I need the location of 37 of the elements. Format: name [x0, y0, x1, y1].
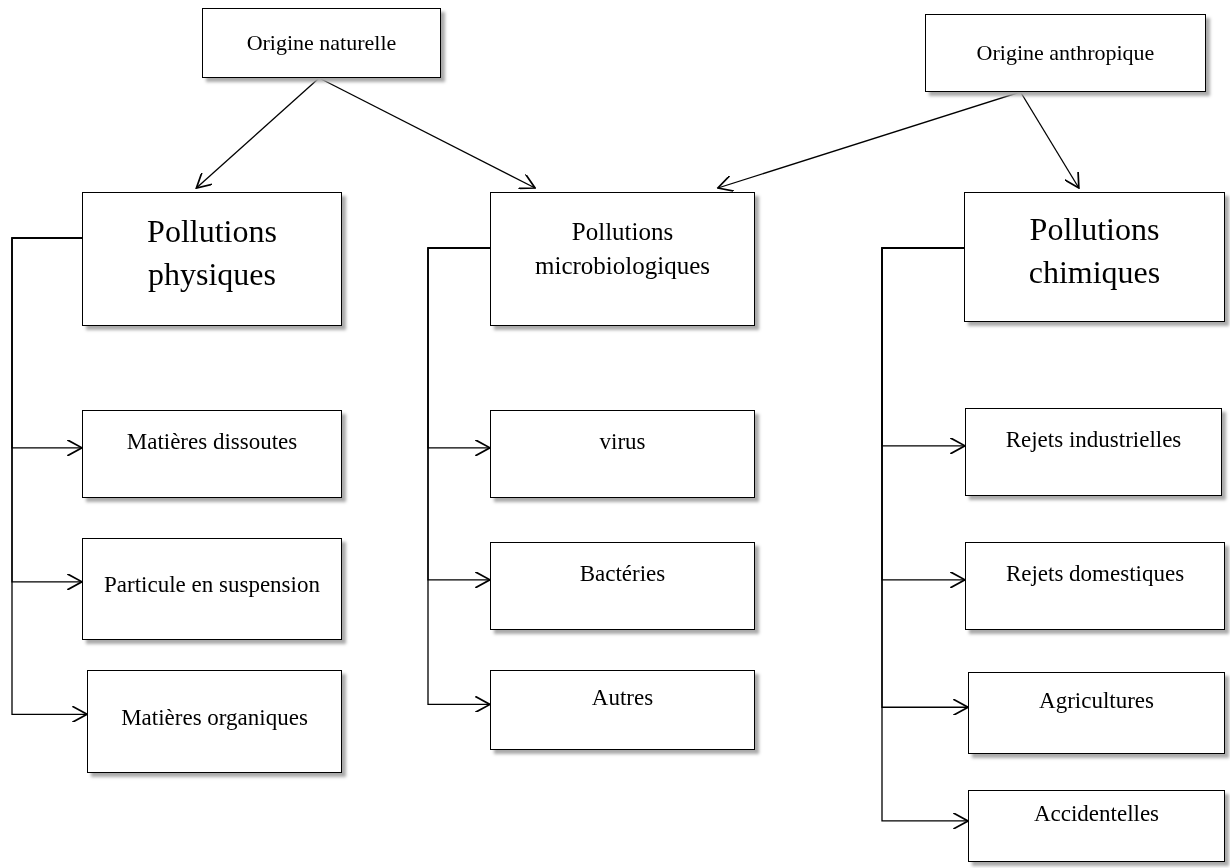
arrow [318, 77, 536, 190]
box-label: Autres [591, 684, 654, 713]
box-label: Pollutions chimiques [1027, 209, 1162, 292]
text-box [968, 790, 1225, 862]
box-label: Origine anthropique [976, 39, 1155, 68]
text-box [490, 670, 755, 750]
text-box [82, 192, 342, 326]
box-label: Matières dissoutes [126, 428, 298, 457]
text-box [490, 542, 755, 630]
text-box [965, 542, 1225, 630]
box-label: Pollutions microbiologiques [534, 217, 711, 281]
box-label: Matières organiques [121, 703, 308, 732]
text-box [87, 670, 342, 773]
arrow [195, 77, 320, 189]
box-label: Agricultures [1039, 687, 1154, 716]
box-label: Bactéries [579, 560, 666, 589]
arrow [427, 247, 491, 714]
text-box [490, 192, 755, 326]
text-box [490, 410, 755, 498]
text-box [82, 538, 342, 640]
box-label: Rejets industrielles [1005, 426, 1182, 455]
box-label: Origine naturelle [246, 29, 397, 58]
arrow [1019, 91, 1080, 189]
box-label: virus [599, 428, 646, 457]
text-box [82, 410, 342, 498]
box-label: Particule en suspension [104, 571, 320, 600]
text-box [964, 192, 1225, 322]
arrow [11, 237, 88, 724]
text-box [968, 672, 1225, 754]
text-box [925, 14, 1206, 92]
box-label: Rejets domestiques [1005, 560, 1185, 589]
arrow [717, 91, 1022, 193]
box-label: Pollutions physiques [146, 211, 278, 294]
text-box [202, 8, 441, 78]
arrow [881, 247, 969, 830]
box-label: Accidentelles [1033, 800, 1160, 829]
text-box [965, 408, 1222, 496]
